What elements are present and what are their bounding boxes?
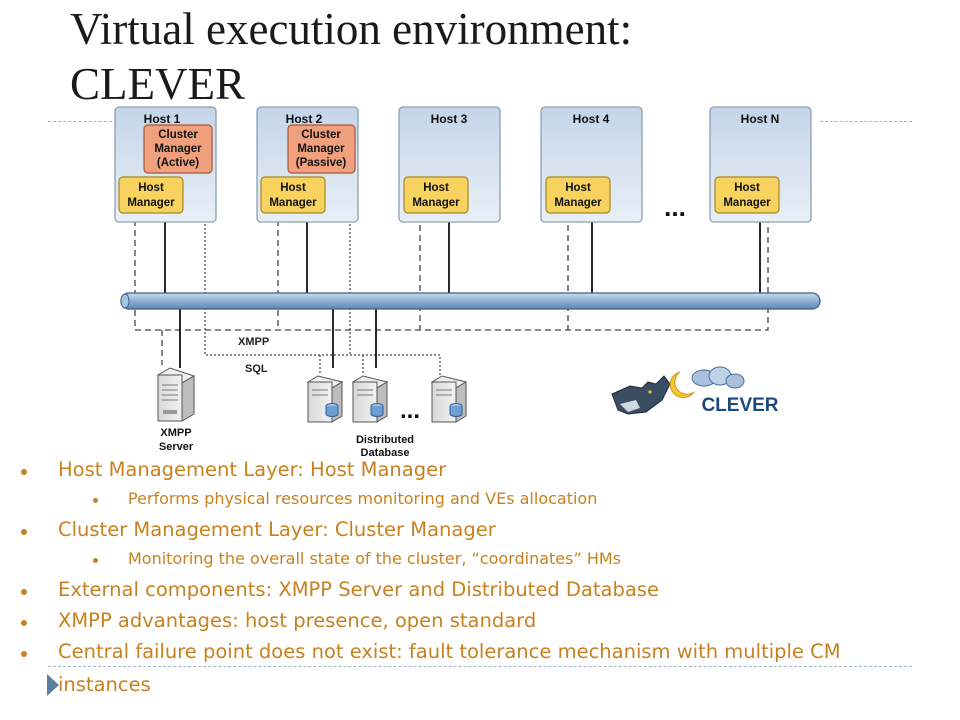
host-1: Host 1 Cluster Manager (Active) Host Man…: [114, 106, 217, 223]
title-divider-right: [820, 121, 912, 122]
moon-clouds-icon: [669, 366, 745, 399]
bullet-cluster-management: Cluster Management Layer: Cluster Manage…: [58, 518, 496, 541]
bullet-xmpp-advantages: XMPP advantages: host presence, open sta…: [58, 609, 537, 632]
svg-text:Host: Host: [565, 182, 591, 194]
svg-text:(Active): (Active): [157, 157, 199, 169]
host-4: Host 4 Host Manager: [540, 106, 643, 223]
svg-text:(Passive): (Passive): [296, 157, 347, 169]
host-manager: Host Manager: [545, 176, 611, 214]
database-server-icon: [430, 375, 468, 423]
svg-text:Manager: Manager: [412, 197, 460, 209]
host-2: Host 2 Cluster Manager (Passive) Host Ma…: [256, 106, 359, 223]
bullet-external-components: External components: XMPP Server and Dis…: [58, 578, 659, 601]
clever-logo: CLEVER: [611, 366, 779, 416]
svg-text:Host: Host: [734, 182, 760, 194]
host-label: Host 2: [286, 112, 323, 126]
bullet-dot: [21, 589, 27, 595]
bullet-host-management: Host Management Layer: Host Manager: [58, 458, 447, 481]
bullet-central-failure-point-continued: instances: [58, 673, 151, 696]
svg-text:Host: Host: [138, 182, 164, 194]
xmpp-label: XMPP: [238, 336, 269, 348]
slide-title-line-1: Virtual execution environment:: [70, 4, 633, 54]
host-label: Host 3: [431, 112, 468, 126]
sub-bullet-host-manager: Performs physical resources monitoring a…: [128, 489, 598, 508]
host-label: Host 4: [573, 112, 610, 126]
clever-architecture-diagram: XMPP SQL Host 1 Cluster Manager (Active): [114, 106, 821, 459]
slide-title: Virtual execution environment: CLEVER: [70, 2, 930, 112]
sub-bullet-cluster-manager: Monitoring the overall state of the clus…: [128, 549, 622, 568]
title-divider-left: [48, 121, 112, 122]
bullet-dot: [93, 558, 98, 563]
host-manager: Host Manager: [403, 176, 469, 214]
xmpp-server-label-line-2: Server: [159, 441, 194, 453]
bullet-dot: [21, 620, 27, 626]
bullet-central-failure-point: Central failure point does not exist: fa…: [58, 640, 841, 663]
svg-text:Cluster: Cluster: [301, 129, 341, 141]
svg-text:Manager: Manager: [554, 197, 602, 209]
host-manager: Host Manager: [118, 176, 184, 214]
svg-text:Host: Host: [423, 182, 449, 194]
network-bus: [120, 292, 821, 310]
svg-text:Manager: Manager: [297, 143, 345, 155]
bus-connectors: [164, 212, 761, 368]
database-label-line-2: Database: [361, 447, 410, 459]
database-server-icon: [306, 375, 344, 423]
hosts-ellipsis: ...: [664, 192, 686, 222]
slide-title-line-2: CLEVER: [70, 59, 245, 109]
host-n: Host N Host Manager: [709, 106, 812, 223]
host-3: Host 3 Host Manager: [398, 106, 501, 223]
host-manager: Host Manager: [260, 176, 326, 214]
sql-label: SQL: [245, 363, 268, 375]
slide-arrow-icon: [47, 674, 59, 696]
svg-text:Manager: Manager: [269, 197, 317, 209]
bullet-dot: [21, 469, 27, 475]
cluster-manager-passive: Cluster Manager (Passive): [287, 124, 356, 174]
svg-text:Cluster: Cluster: [158, 129, 198, 141]
bullet-dot: [93, 498, 98, 503]
host-label: Host N: [741, 112, 780, 126]
logo-text: CLEVER: [701, 395, 778, 416]
xmpp-server-icon: [156, 367, 196, 422]
database-server-icon: [351, 375, 389, 423]
svg-text:Host: Host: [280, 182, 306, 194]
xmpp-server-label-line-1: XMPP: [160, 427, 191, 439]
svg-text:Manager: Manager: [154, 143, 202, 155]
svg-text:Manager: Manager: [127, 197, 175, 209]
host-label: Host 1: [144, 112, 181, 126]
bullet-dot: [21, 529, 27, 535]
database-label-line-1: Distributed: [356, 434, 414, 446]
bullet-dot: [21, 651, 27, 657]
svg-text:Manager: Manager: [723, 197, 771, 209]
host-manager: Host Manager: [714, 176, 780, 214]
footer-divider: [48, 666, 912, 667]
cluster-manager-active: Cluster Manager (Active): [143, 124, 213, 174]
wolf-icon: [611, 375, 671, 415]
database-ellipsis: ...: [400, 397, 420, 424]
sql-connections: [204, 172, 441, 375]
